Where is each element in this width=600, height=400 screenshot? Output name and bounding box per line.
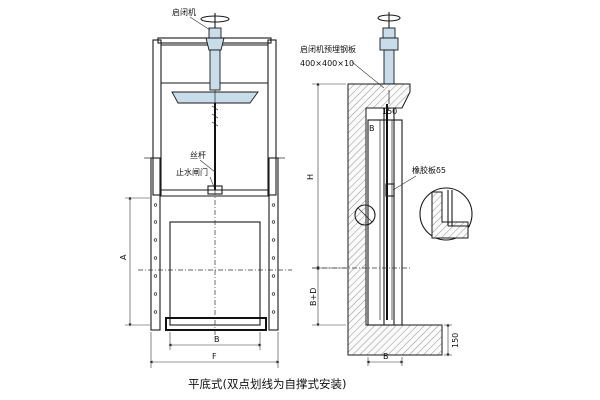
side-gate-slot: [367, 104, 403, 326]
dim-H: H: [306, 82, 346, 270]
dim-150-top-label: 150: [382, 107, 397, 116]
side-concrete-wall: [347, 83, 443, 356]
dim-150-top: 150: [380, 107, 402, 116]
rubber-plate-detail: [419, 187, 473, 241]
dim-A: A: [119, 196, 150, 327]
dim-A-label: A: [119, 254, 128, 260]
dim-H-label: H: [306, 174, 315, 180]
dim-F: F: [149, 332, 280, 368]
label-hoist-plate: 启闭机预埋钢板: [300, 44, 356, 54]
front-screw-thread: [211, 105, 219, 127]
drawing-caption: 平底式(双点划线为自撑式安装): [188, 377, 346, 391]
side-hoist: [377, 12, 403, 91]
dim-150-bottom-label: 150: [451, 333, 460, 348]
dim-BxD-label: B+D: [309, 288, 318, 306]
side-labels: 启闭机预埋钢板 400×400×10 橡胶板δ5: [300, 44, 446, 191]
label-gate-door: 止水闸门: [176, 167, 208, 177]
side-view: H B+D 150 B B 150: [300, 12, 473, 366]
front-bottom-sill: [165, 317, 267, 331]
side-support-frame: [383, 90, 395, 325]
front-labels: 启闭机 丝杆 止水闸门: [172, 7, 216, 188]
front-hoist: [171, 13, 259, 104]
dim-150-bottom: 150: [444, 323, 460, 357]
dim-B-side-label: B: [369, 124, 375, 133]
dim-B-front: B: [168, 332, 262, 350]
label-hoist: 启闭机: [172, 7, 196, 17]
label-rubber-plate: 橡胶板δ5: [412, 165, 446, 175]
dim-BxD: B+D: [309, 266, 346, 327]
front-bolt-holes: [153, 203, 276, 314]
dim-B-front-label: B: [214, 335, 220, 344]
front-view: A B F 启闭机 丝杆 止水闸门: [119, 7, 292, 368]
dim-F-label: F: [212, 352, 217, 361]
dim-B-bottom: B: [366, 352, 404, 366]
side-detail-circle: [354, 204, 376, 226]
label-screw-rod: 丝杆: [190, 150, 206, 160]
front-guide-frame: [144, 157, 285, 331]
dim-B-bottom-label: B: [383, 352, 389, 361]
label-plate-size: 400×400×10: [300, 59, 354, 68]
